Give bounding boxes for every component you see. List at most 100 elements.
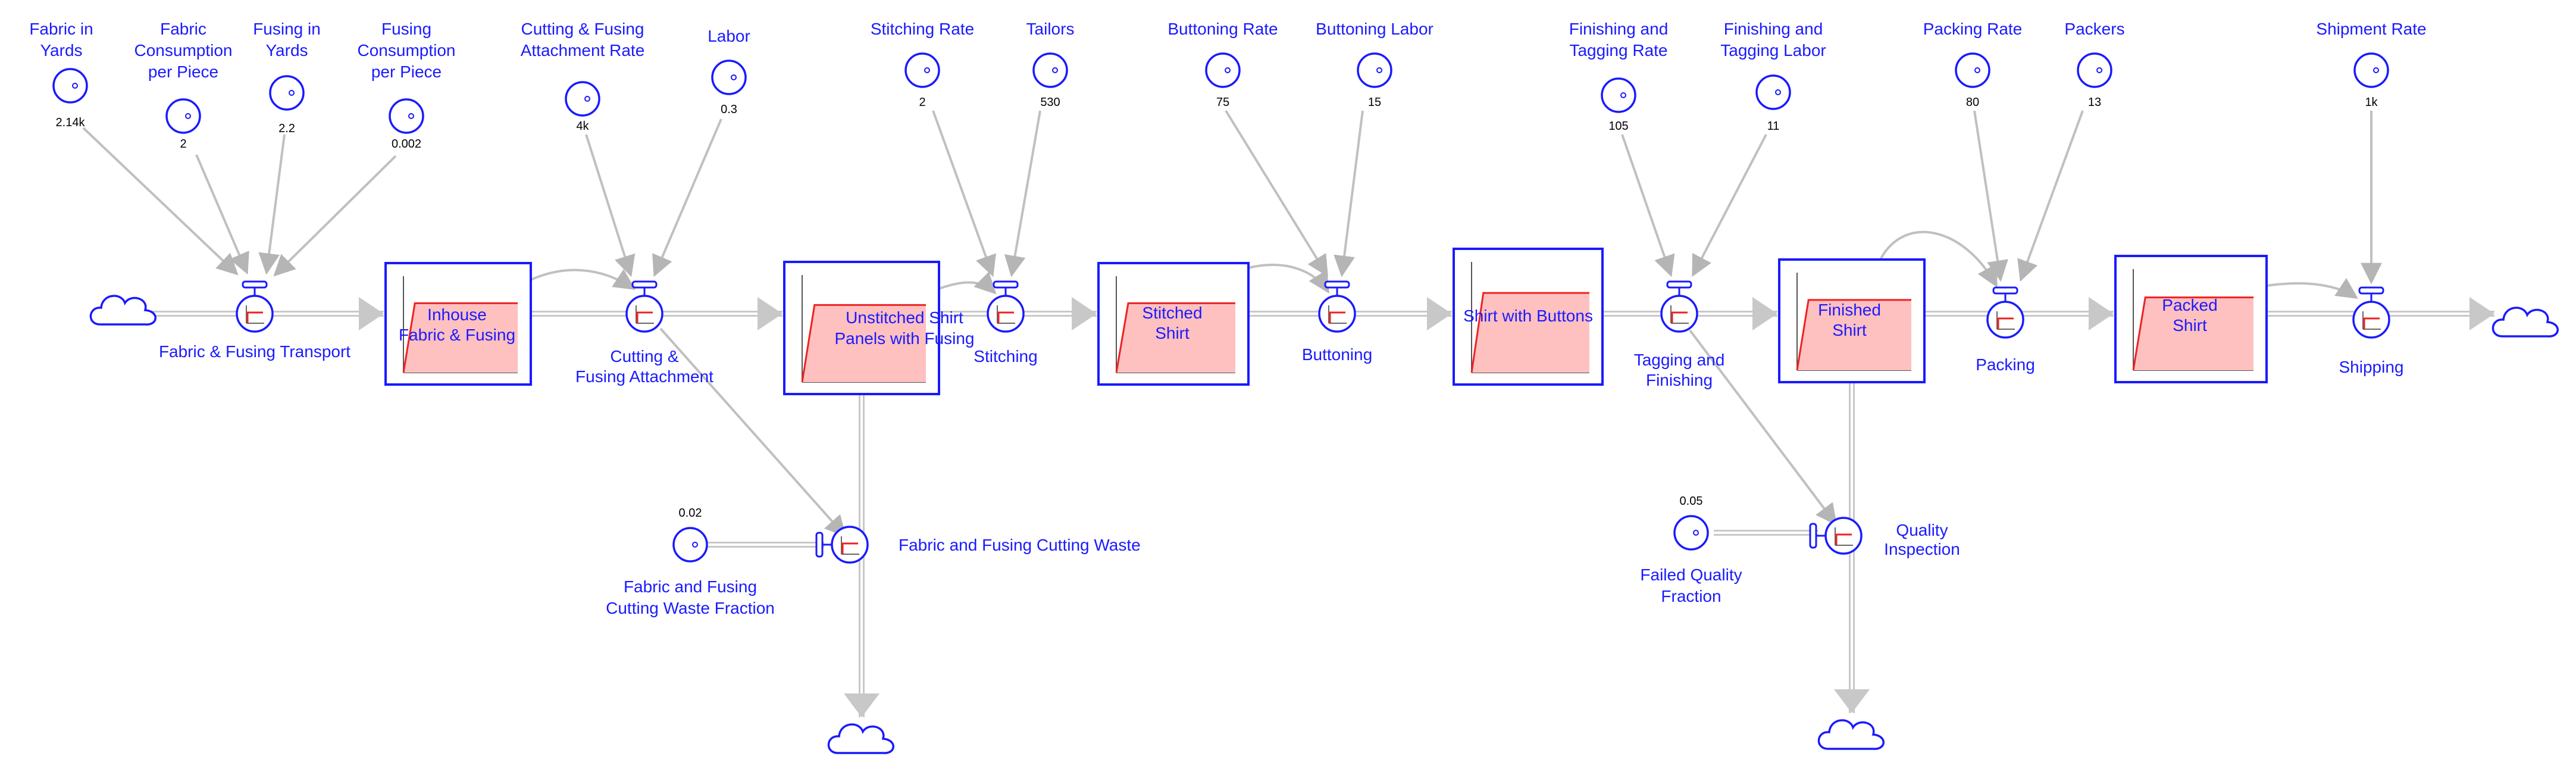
stock-label: Fabric & Fusing [399,326,515,344]
aux-circle [1357,52,1392,88]
flow-shipping[interactable]: Shipping [2339,286,2404,376]
aux-center-dot [1052,67,1058,73]
valve-graph-line [1997,317,2014,329]
aux-center-dot [1376,67,1382,73]
flow-label: Fabric & Fusing Transport [159,342,350,361]
aux-circle [1032,52,1068,88]
valve-handle [631,280,658,289]
valve-handle [1992,286,2018,295]
flow-buttoning[interactable]: Buttoning [1302,280,1372,364]
aux-circle [2077,52,2112,88]
aux-label: Yards [265,41,308,60]
flow-waste[interactable]: Fabric and Fusing Cutting Waste [815,526,1141,564]
aux-label: Fabric [160,20,206,38]
aux-label: Fusing [381,20,431,38]
connector-cutting-to-waste [659,327,847,538]
aux-label: Yards [40,41,82,60]
stock-label: Packed [2162,296,2217,314]
pipe-unstitched-to-stitched-arrowhead [1072,297,1097,330]
flow-packing[interactable]: Packing [1976,286,2035,374]
aux-label: Labor [708,27,750,45]
connector-unstitched-to-stitching [938,271,997,295]
flow-cutting[interactable]: Cutting &Fusing Attachment [575,280,713,386]
valve-handle [815,532,824,558]
flow-transport[interactable]: Fabric & Fusing Transport [159,280,350,361]
aux-center-dot [72,83,78,89]
aux-label: per Piece [148,63,218,81]
aux-label: Tagging Rate [1569,41,1667,60]
valve-circle [987,295,1025,333]
flow-label: Fusing Attachment [575,367,713,386]
graph-area [1797,299,1911,370]
aux-value: 1k [2365,96,2378,109]
connector-fusing-consumption [273,155,397,277]
connector-stitched-to-buttoning [1248,263,1329,294]
pipe-source-to-inhouse-arrowhead [359,297,384,330]
flow-label: Shipping [2339,358,2404,376]
aux-center-dot [1974,67,1980,73]
flow-stitching[interactable]: Stitching [974,280,1038,365]
graph-line [1115,302,1235,373]
aux-center-dot [289,90,295,96]
aux-label: Cutting Waste Fraction [606,599,775,617]
sink-cloud-inspection [1817,719,1885,750]
aux-center-dot [185,113,191,119]
stock-label: Shirt [1155,324,1190,342]
connector-packing-rate [1973,110,2008,282]
stock-label: Panels with Fusing [834,329,974,348]
aux-value: 2.14k [56,116,86,129]
valve-graph-line [636,311,653,323]
aux-center-dot [584,96,590,102]
valve-handle [2358,286,2384,295]
connector-cutting-rate [585,134,636,277]
aux-label: Shipment Rate [2316,20,2426,38]
valve-graph-line [1835,533,1852,545]
aux-circle [672,527,708,563]
aux-shipment-rate[interactable]: Shipment Rate 1k [2316,20,2426,109]
aux-label: Fusing in [253,20,321,38]
stock-label: Inhouse [427,305,487,324]
pipe-inspection-to-sink-arrowhead [1834,689,1870,713]
stock-label: Finished [1818,301,1881,319]
aux-center-dot [2096,67,2102,73]
aux-circle [904,52,940,88]
aux-center-dot [1620,92,1626,98]
aux-circle [1205,52,1241,88]
aux-label: Buttoning Rate [1168,20,1278,38]
aux-value: 4k [576,120,589,133]
aux-circle [1601,77,1636,113]
aux-value: 15 [1368,96,1381,109]
stock-buttons[interactable]: Shirt with Buttons [1453,248,1604,386]
aux-center-dot [1693,530,1699,536]
flow-label: Buttoning [1302,345,1372,364]
flow-label: Stitching [974,347,1037,365]
connector-fabric-yards [82,127,239,276]
aux-label: Consumption [358,41,456,60]
valve-circle [1660,295,1698,333]
aux-circle [565,81,600,117]
